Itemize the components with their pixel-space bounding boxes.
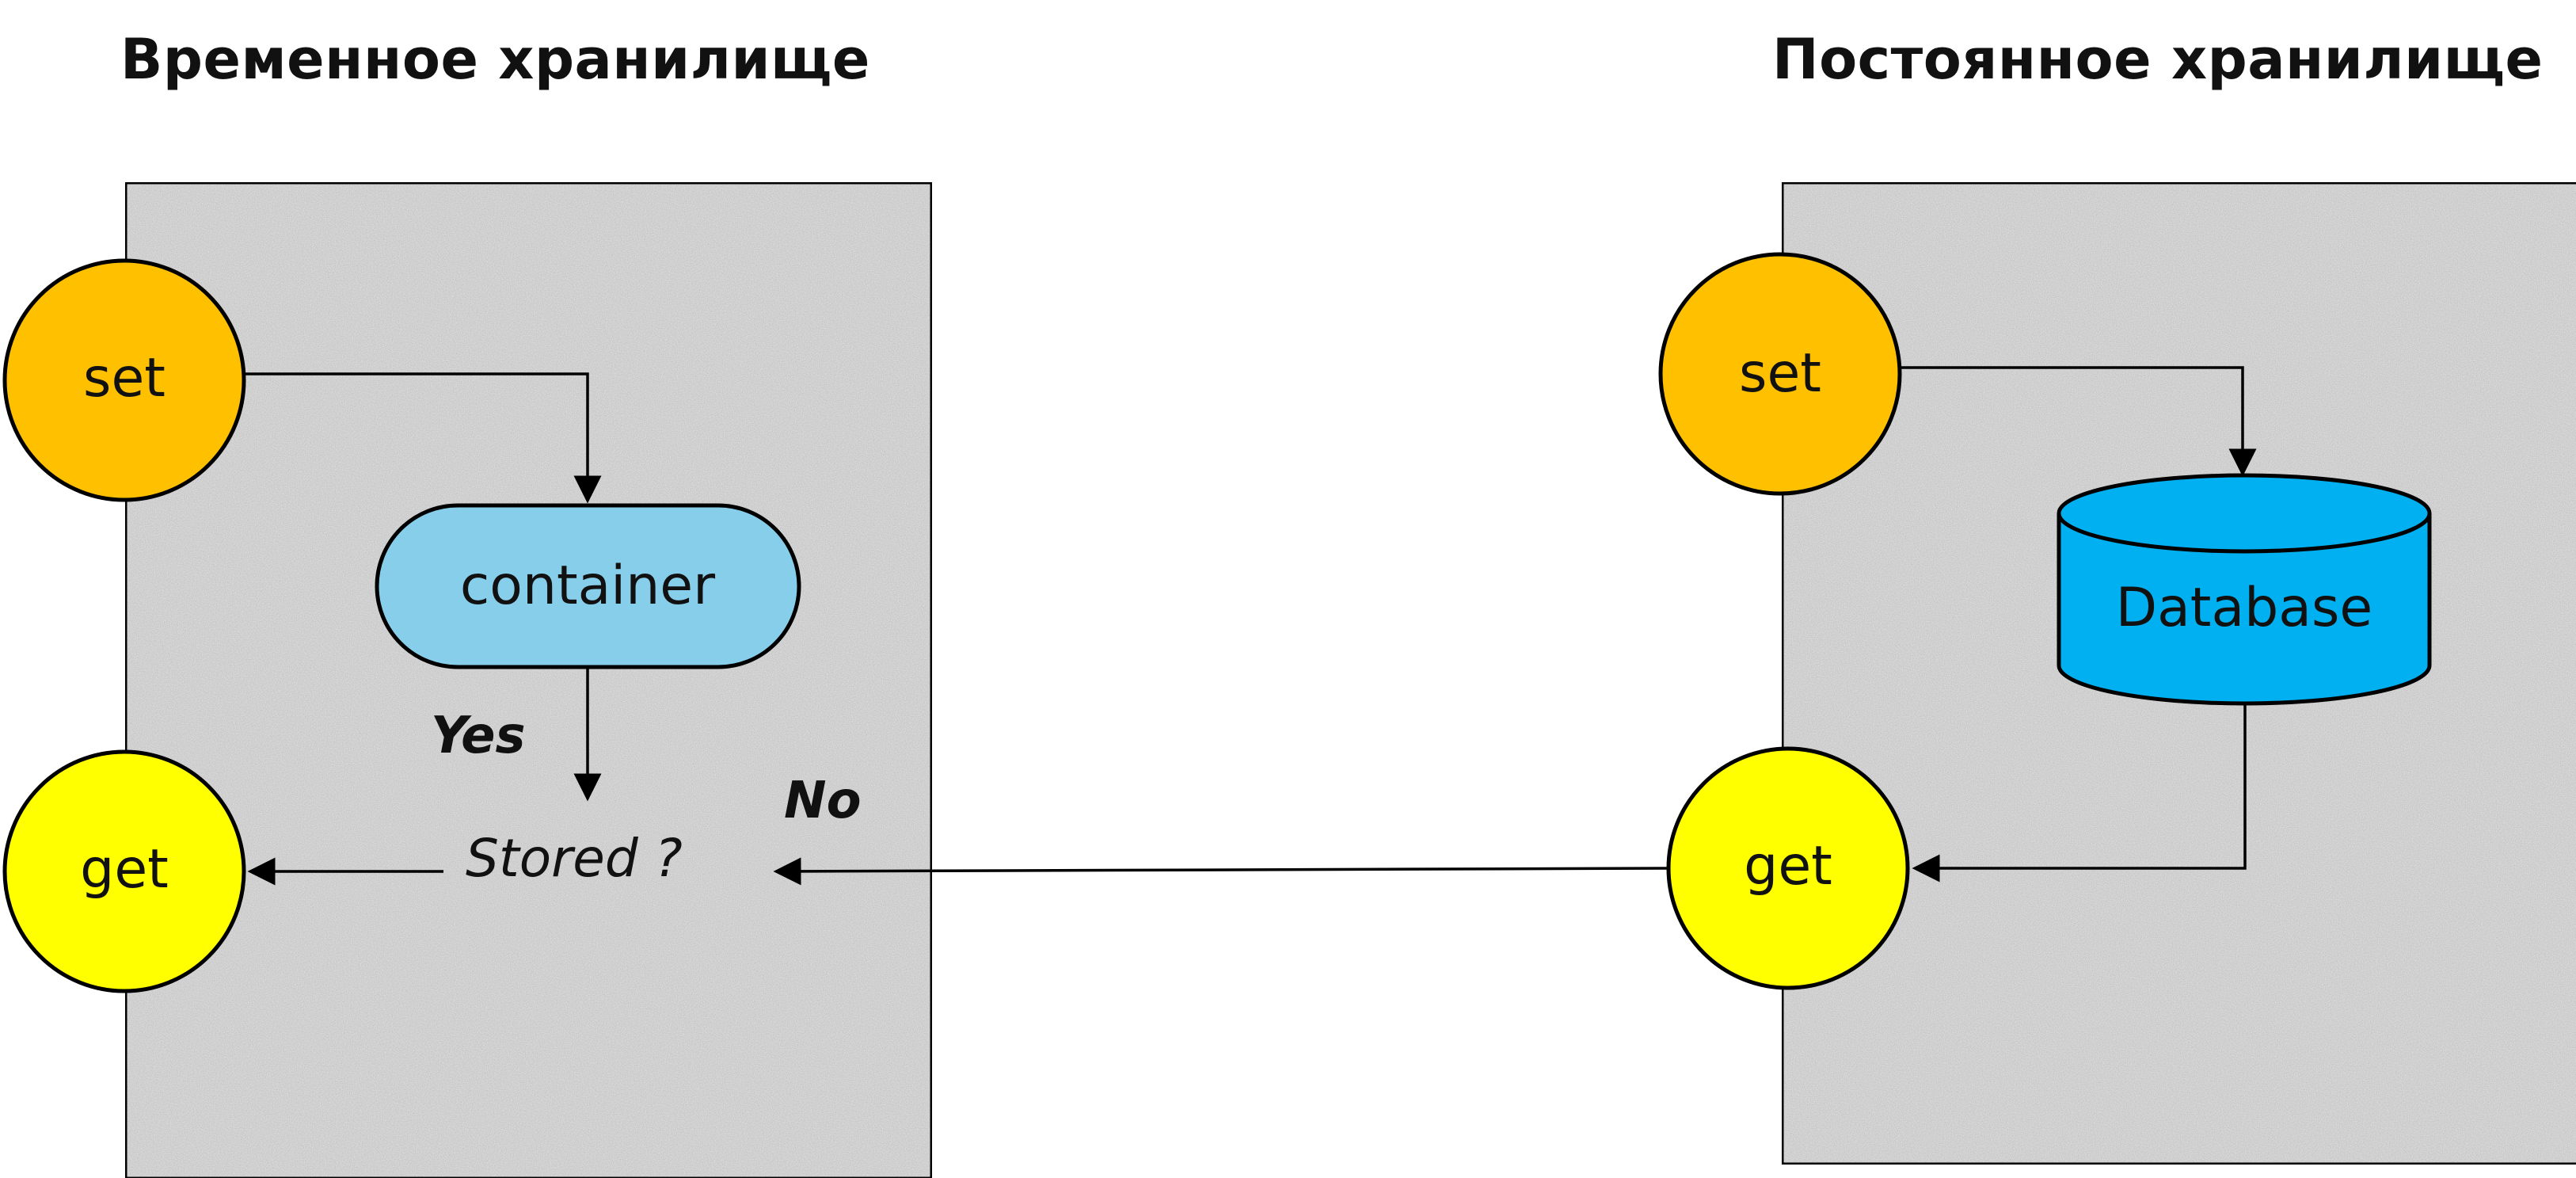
left-set-label: set [83, 347, 166, 410]
persistent-storage-title: Постоянное хранилище [1772, 27, 2544, 92]
right-set-label: set [1739, 342, 1821, 405]
stored-decision-label: Stored ? [466, 828, 683, 889]
no-branch-arrow [773, 857, 1670, 886]
database-node: Database [2057, 473, 2432, 706]
set-to-database-arrow [1901, 366, 2257, 477]
container-node: container [375, 503, 801, 669]
left-get-label: get [80, 838, 169, 901]
yes-label: Yes [431, 707, 526, 765]
temporary-storage-panel [123, 180, 934, 1178]
no-label: No [784, 772, 862, 830]
container-label: container [460, 555, 715, 617]
set-to-container-arrow [242, 372, 602, 504]
database-label: Database [2116, 577, 2372, 639]
temporary-storage-title: Временное хранилище [120, 27, 870, 92]
right-get-node: get [1666, 746, 1910, 990]
left-get-node: get [2, 749, 246, 993]
database-to-get-arrow [1912, 703, 2247, 883]
right-set-node: set [1658, 252, 1902, 496]
left-set-node: set [2, 258, 246, 502]
right-get-label: get [1744, 835, 1832, 898]
